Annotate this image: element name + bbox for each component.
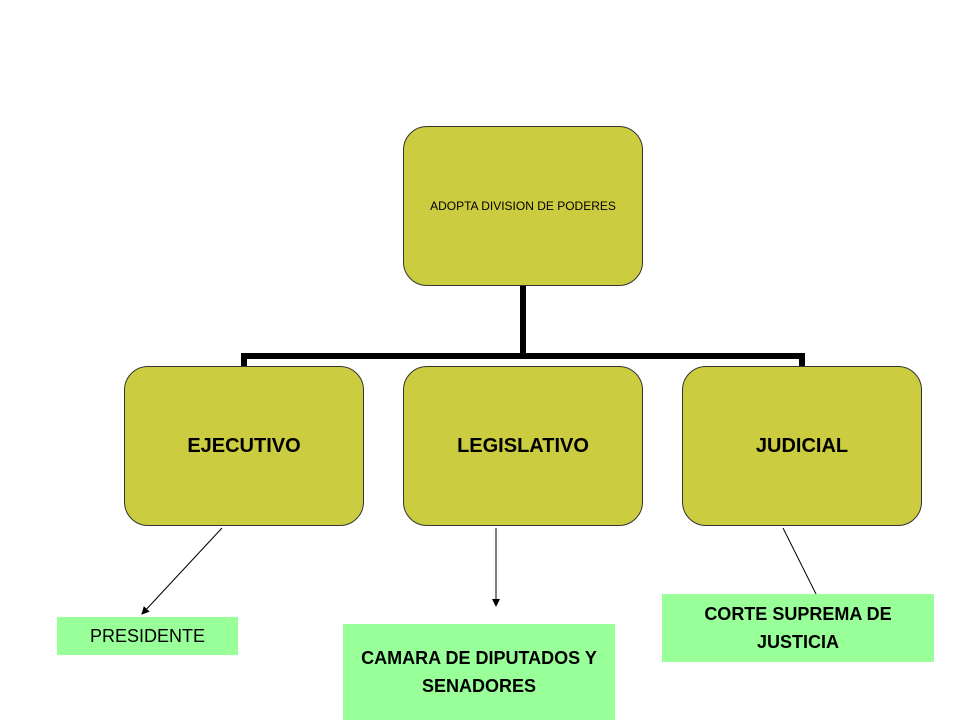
- node-legislativo: LEGISLATIVO: [403, 366, 643, 526]
- leaf-corte-suprema: CORTE SUPREMA DE JUSTICIA: [662, 594, 934, 662]
- root-node: ADOPTA DIVISION DE PODERES: [403, 126, 643, 286]
- node-judicial-label: JUDICIAL: [755, 434, 849, 457]
- leaf-presidente: PRESIDENTE: [57, 617, 238, 655]
- leaf-presidente-label: PRESIDENTE: [89, 625, 206, 646]
- node-legislativo-label: LEGISLATIVO: [457, 434, 589, 457]
- node-judicial: JUDICIAL: [682, 366, 922, 526]
- node-ejecutivo-label: EJECUTIVO: [187, 434, 301, 457]
- arrow-to-corte: [782, 527, 823, 607]
- node-ejecutivo: EJECUTIVO: [124, 366, 364, 526]
- root-label: ADOPTA DIVISION DE PODERES: [430, 199, 616, 213]
- leaf-camara: CAMARA DE DIPUTADOS Y SENADORES: [343, 624, 615, 720]
- arrow-to-presidente: [141, 527, 223, 615]
- leaf-corte-label: CORTE SUPREMA DE JUSTICIA: [704, 604, 892, 652]
- leaf-camara-label: CAMARA DE DIPUTADOS Y SENADORES: [361, 648, 597, 696]
